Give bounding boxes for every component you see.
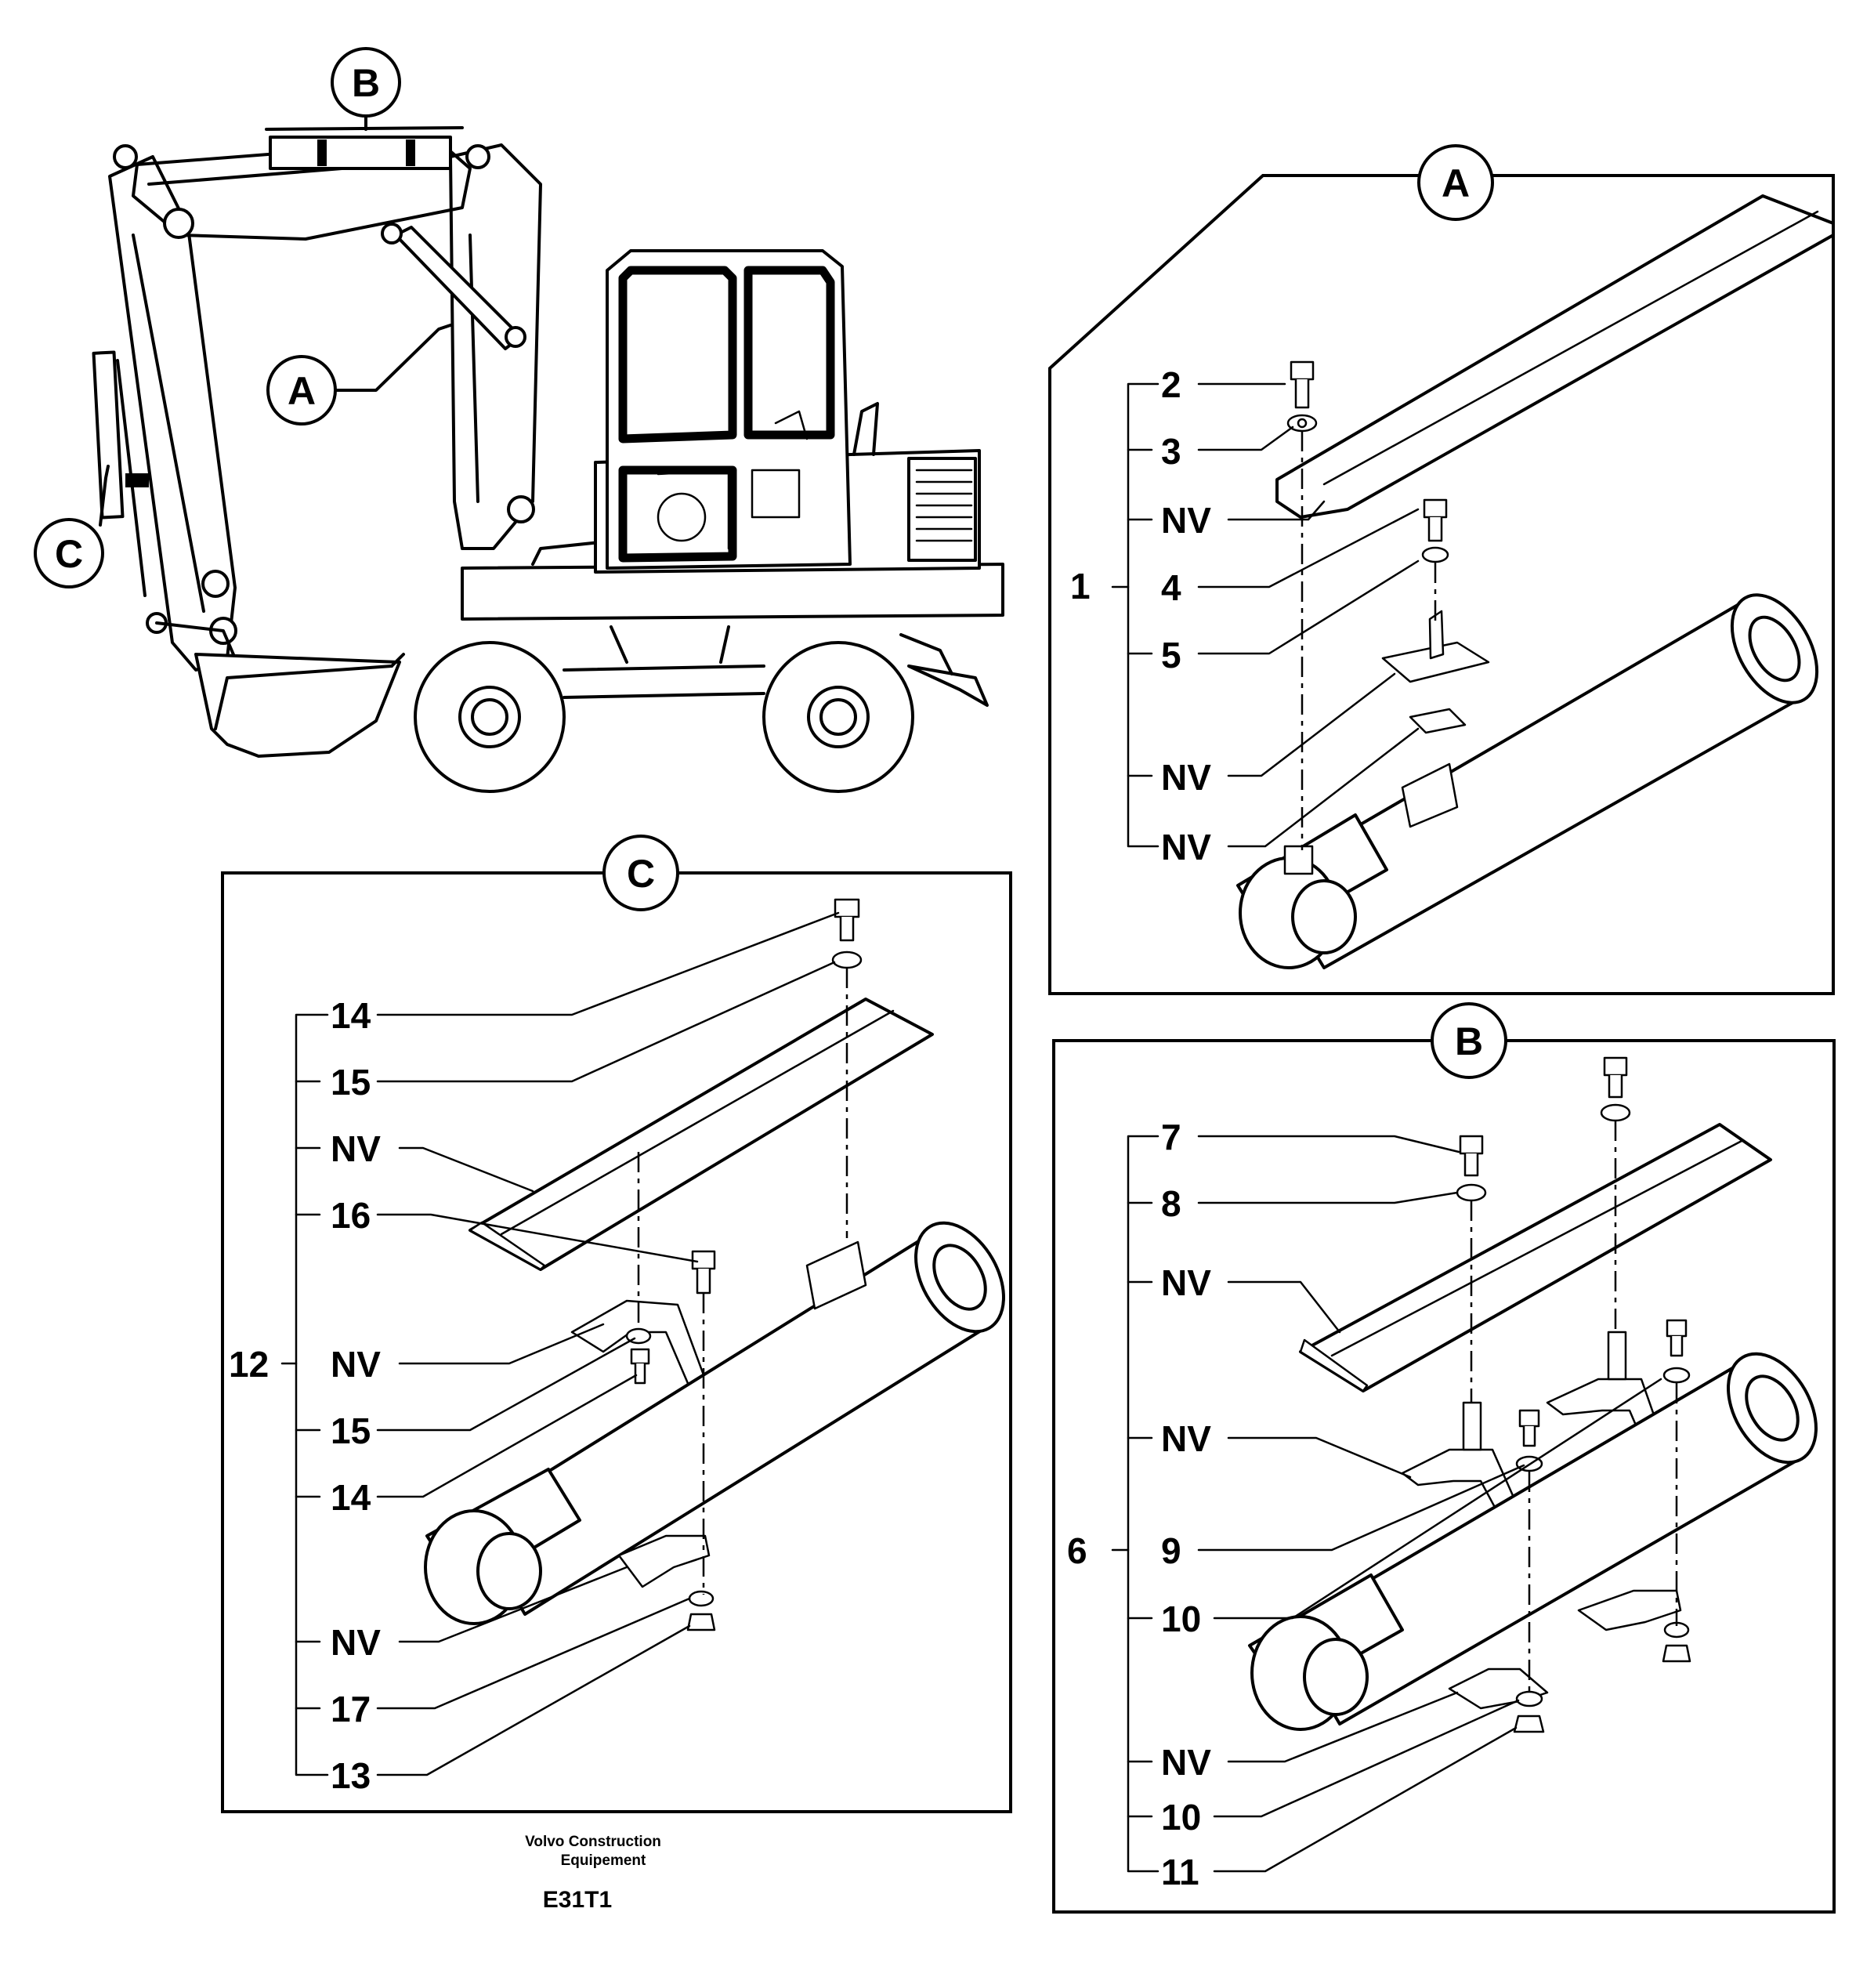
drawing-code: E31T1 — [543, 1887, 612, 1913]
detail-c-item-label: 14 — [331, 1477, 371, 1518]
detail-a-title: A — [1442, 161, 1470, 205]
detail-b-item-label: NV — [1161, 1742, 1211, 1783]
detail-c-item-label: 13 — [331, 1755, 371, 1796]
detail-c-item-label: 14 — [331, 995, 371, 1036]
detail-c-title: C — [627, 852, 655, 896]
detail-b-item-label: 10 — [1161, 1797, 1201, 1838]
detail-a-item-label: NV — [1161, 827, 1211, 867]
detail-c-item-label: NV — [331, 1622, 381, 1663]
detail-a-item-label: 2 — [1161, 364, 1181, 405]
callout-b-overview-letter: B — [352, 61, 380, 105]
callout-c-overview-letter: C — [55, 532, 83, 576]
detail-c-item-label: 16 — [331, 1195, 371, 1236]
company-name-line2: Equipement — [561, 1852, 646, 1869]
footer-caption: Volvo Construction Equipement E31T1 — [525, 1834, 661, 1913]
callout-b-overview: B — [331, 47, 401, 131]
detail-a-item-label: 3 — [1161, 431, 1181, 472]
detail-a-group-label: 1 — [1070, 566, 1091, 607]
detail-c-item-label: 15 — [331, 1410, 371, 1451]
detail-a-item-label: 4 — [1161, 567, 1181, 608]
callout-a-overview-letter: A — [288, 369, 316, 413]
detail-b-item-label: 9 — [1161, 1530, 1181, 1571]
detail-a-panel: A — [1048, 144, 1835, 995]
detail-b-group-label: 6 — [1067, 1530, 1087, 1571]
detail-c-item-label: NV — [331, 1344, 381, 1385]
detail-b-item-label: 8 — [1161, 1183, 1181, 1224]
detail-b-item-label: 11 — [1161, 1852, 1199, 1892]
callout-c-overview: C — [34, 465, 110, 588]
detail-b-title: B — [1455, 1019, 1483, 1063]
detail-c-panel: C — [221, 835, 1012, 1813]
detail-a-item-label: 5 — [1161, 635, 1181, 675]
detail-b-item-label: 7 — [1161, 1117, 1181, 1157]
company-name-line1: Volvo Construction — [525, 1834, 661, 1850]
detail-a-item-label: NV — [1161, 500, 1211, 541]
detail-b-item-label: NV — [1161, 1418, 1211, 1459]
detail-c-item-label: 15 — [331, 1062, 371, 1103]
detail-c-group-label: 12 — [229, 1344, 269, 1385]
detail-b-panel: B — [1052, 1002, 1836, 1914]
callout-a-overview: A — [266, 324, 452, 425]
detail-b-item-label: 10 — [1161, 1599, 1201, 1639]
excavator-illustration — [92, 126, 1004, 793]
detail-c-item-label: NV — [331, 1128, 381, 1169]
detail-c-item-label: 17 — [331, 1689, 371, 1729]
detail-b-item-label: NV — [1161, 1262, 1211, 1303]
detail-a-item-label: NV — [1161, 757, 1211, 798]
